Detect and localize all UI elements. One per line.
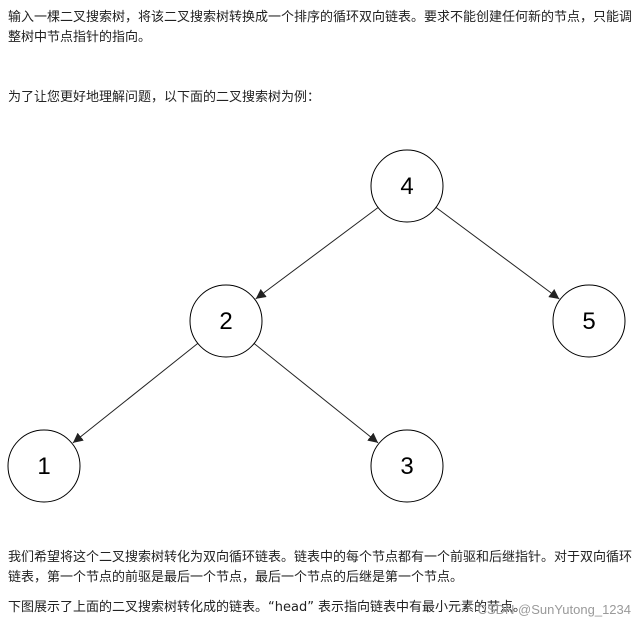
caption-paragraph: 下图展示了上面的二叉搜索树转化成的链表。“head” 表示指向链表中有最小元素的… [8,600,527,615]
explanation-paragraph: 我们希望将这个二叉搜索树转化为双向循环链表。链表中的每个节点都有一个前驱和后继指… [8,550,633,585]
edge-n4-n2 [255,207,379,300]
edge-n4-n5 [435,206,560,300]
tree-node-label: 5 [582,308,595,335]
tree-node-circle [189,284,263,358]
tree-node-1: 1 [7,429,81,503]
intro-paragraph: 输入一棵二叉搜索树，将该二叉搜索树转换成一个排序的循环双向链表。要求不能创建任何… [8,10,633,45]
tree-node-label: 1 [37,453,50,480]
watermark: CSDN @SunYutong_1234 [477,602,631,617]
tree-nodes: 4 2 5 1 3 [7,149,626,503]
tree-node-circle [552,284,626,358]
tree-node-circle [7,429,81,503]
edge-n2-n3 [253,343,379,444]
tree-node-2: 2 [189,284,263,358]
tree-node-5: 5 [552,284,626,358]
example-paragraph: 为了让您更好地理解问题，以下面的二叉搜索树为例： [8,90,321,105]
tree-node-circle [370,149,444,223]
edge-n2-n1 [72,343,199,444]
tree-edges [72,206,560,444]
tree-node-label: 4 [400,173,413,200]
tree-node-4: 4 [370,149,444,223]
tree-node-label: 3 [400,453,413,480]
tree-node-circle [370,429,444,503]
tree-node-3: 3 [370,429,444,503]
tree-node-label: 2 [219,308,232,335]
